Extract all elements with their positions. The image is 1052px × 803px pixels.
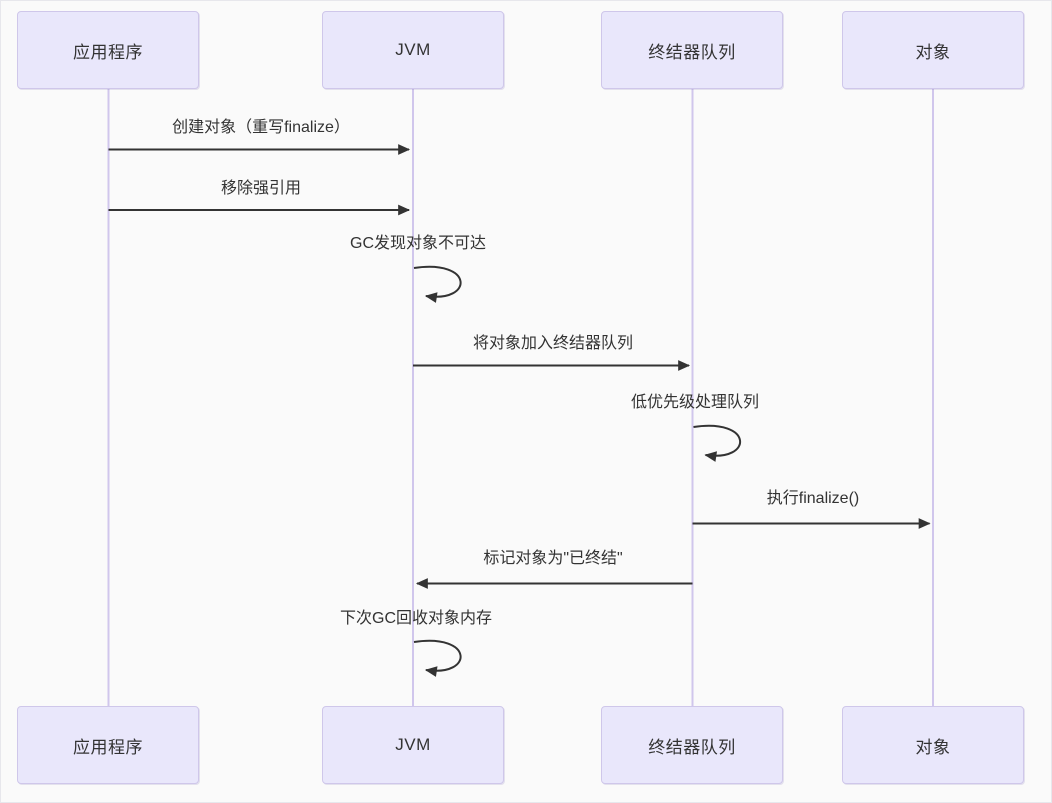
- message-label-remove-strong-ref: 移除强引用: [220, 180, 302, 197]
- self-loop-gc-unreachable: [413, 265, 462, 303]
- actor-finalizer-queue-bottom: 终结器队列: [601, 706, 783, 784]
- actor-application-top: 应用程序: [17, 11, 199, 89]
- actor-object-top: 对象: [842, 11, 1024, 89]
- message-label-enqueue-finalizer: 将对象加入终结器队列: [472, 335, 634, 352]
- message-label-create-object: 创建对象（重写finalize）: [172, 119, 350, 136]
- message-label-mark-finalized: 标记对象为"已终结": [483, 550, 623, 567]
- actor-finalizer-queue-top: 终结器队列: [601, 11, 783, 89]
- actor-application-bottom: 应用程序: [17, 706, 199, 784]
- message-label-gc-unreachable: GC发现对象不可达: [349, 235, 487, 252]
- message-label-low-priority: 低优先级处理队列: [630, 394, 760, 411]
- message-label-next-gc-reclaim: 下次GC回收对象内存: [339, 610, 493, 627]
- message-label-run-finalize: 执行finalize(): [766, 490, 860, 507]
- actor-jvm-bottom: JVM: [322, 706, 504, 784]
- actor-jvm-top: JVM: [322, 11, 504, 89]
- self-loop-low-priority: [693, 424, 742, 462]
- actor-object-bottom: 对象: [842, 706, 1024, 784]
- self-loop-next-gc-reclaim: [413, 639, 462, 677]
